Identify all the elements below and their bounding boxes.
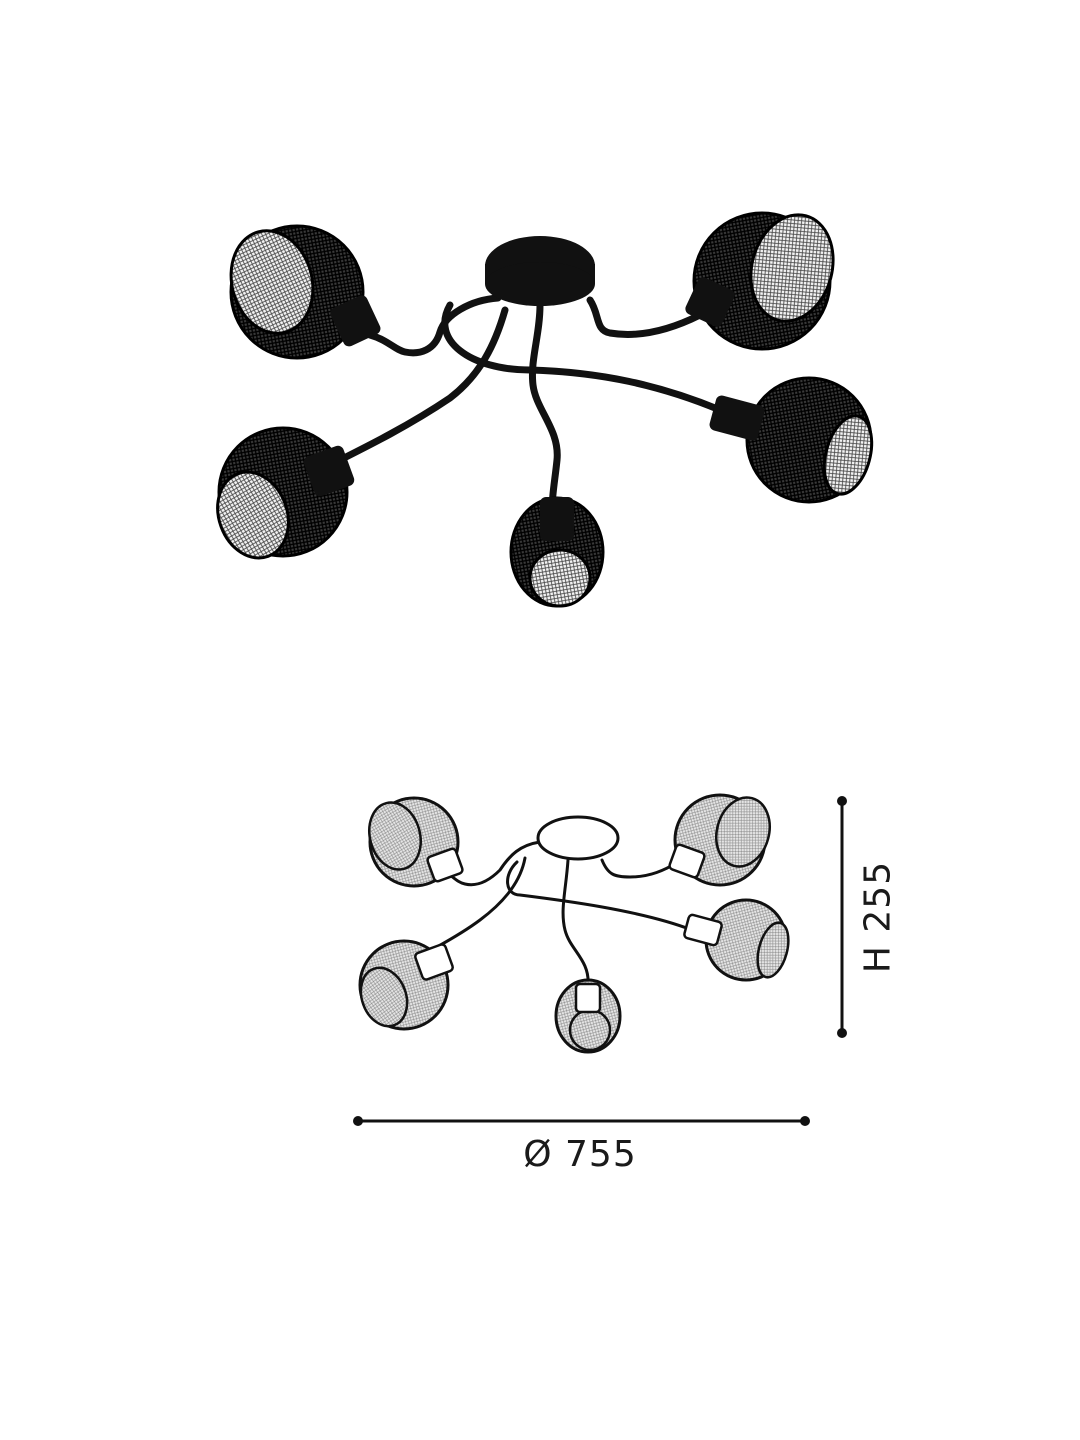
shades-outline <box>358 793 790 1054</box>
dimension-view <box>353 793 847 1126</box>
lamp-arms-outline <box>426 840 694 987</box>
shade-bottom-center <box>509 496 605 608</box>
shade-top-left <box>229 224 381 360</box>
height-dimension-line <box>837 796 847 1038</box>
product-view <box>216 211 874 608</box>
shade-lower-left <box>216 426 355 560</box>
shade-lower-right <box>709 376 874 504</box>
width-dimension-line <box>353 1116 810 1126</box>
ceiling-canopy-outline <box>536 815 620 861</box>
height-label: H 255 <box>857 860 899 974</box>
shade-top-right <box>685 211 835 351</box>
lamp-arms <box>326 294 724 514</box>
diameter-label: Ø 755 <box>523 1134 637 1175</box>
